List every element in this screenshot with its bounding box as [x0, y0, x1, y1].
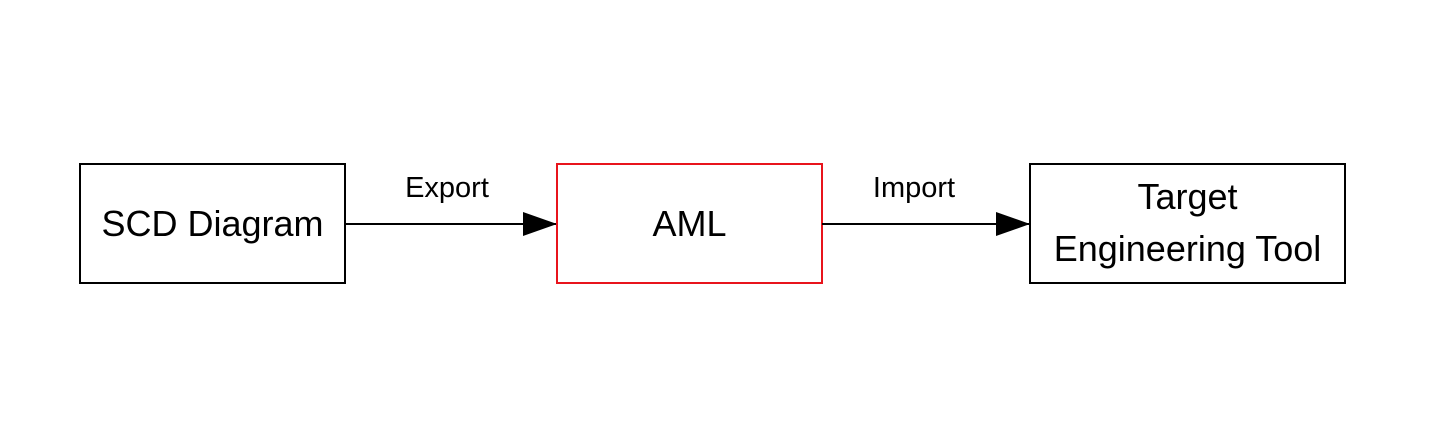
- import-edge: Import: [822, 172, 1030, 236]
- target-engineering-tool-box: [1029, 163, 1346, 284]
- scd-diagram-node: SCD Diagram: [79, 163, 346, 284]
- scd-diagram-label: SCD Diagram: [101, 203, 323, 244]
- target-label-line1: Target: [1137, 176, 1237, 217]
- aml-box: [556, 163, 823, 284]
- import-label: Import: [873, 172, 955, 204]
- target-label-line2: Engineering Tool: [1054, 228, 1322, 269]
- export-label: Export: [405, 172, 489, 204]
- aml-node: AML: [556, 163, 823, 284]
- export-edge: Export: [345, 172, 557, 236]
- aml-label: AML: [652, 203, 726, 244]
- target-engineering-tool-node: Target Engineering Tool: [1029, 163, 1346, 284]
- scd-diagram-box: [79, 163, 346, 284]
